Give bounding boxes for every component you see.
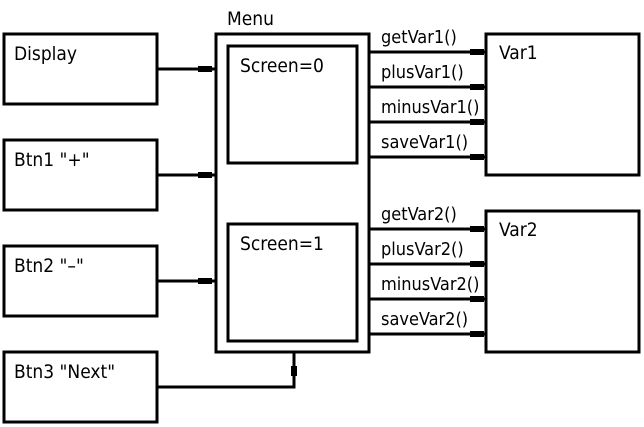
menu-title: Menu xyxy=(227,8,274,30)
display-label: Display xyxy=(14,43,77,65)
var1-title: Var1 xyxy=(499,42,538,64)
var2-box xyxy=(484,209,641,354)
btn3-connector xyxy=(157,353,296,389)
plusvar2-label: plusVar2() xyxy=(381,239,464,260)
screen-1-box xyxy=(226,222,359,343)
screen-0-box xyxy=(226,44,359,165)
minusvar1-label: minusVar1() xyxy=(381,97,479,118)
display-box xyxy=(2,32,159,106)
var1-box xyxy=(484,32,641,177)
getvar2-label: getVar2() xyxy=(381,204,457,225)
btn2-label: Btn2 "–" xyxy=(14,255,84,277)
savevar2-label: saveVar2() xyxy=(381,309,468,330)
btn1-label: Btn1 "+" xyxy=(14,149,90,171)
screen-0-label: Screen=0 xyxy=(240,55,324,77)
getvar1-label: getVar1() xyxy=(381,27,457,48)
btn2-box xyxy=(2,244,159,318)
minusvar2-label: minusVar2() xyxy=(381,274,479,295)
screen-1-label: Screen=1 xyxy=(240,233,324,255)
btn3-label: Btn3 "Next" xyxy=(14,361,115,383)
savevar1-label: saveVar1() xyxy=(381,132,468,153)
var2-title: Var2 xyxy=(499,219,538,241)
plusvar1-label: plusVar1() xyxy=(381,62,464,83)
btn1-box xyxy=(2,138,159,212)
